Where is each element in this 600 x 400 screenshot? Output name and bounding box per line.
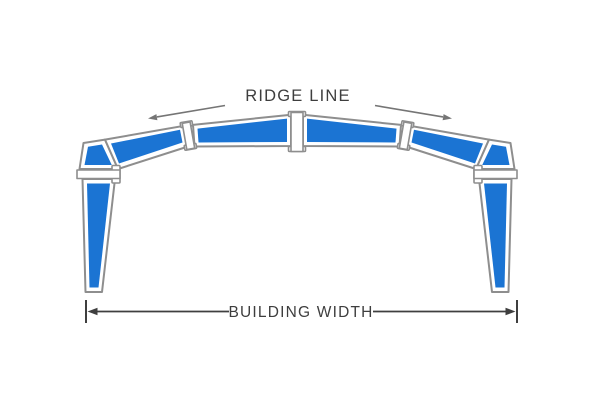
right-slope-arrow <box>374 104 452 121</box>
left-rafter-fill <box>197 118 287 143</box>
frame-structure <box>78 113 516 293</box>
ridge-splice-plate <box>287 110 307 153</box>
left-rafter-splice-plate <box>179 120 198 151</box>
right-haunch-fill <box>411 129 483 164</box>
splice-plates <box>76 110 518 184</box>
ridge-line-label: RIDGE LINE <box>245 87 351 105</box>
right-rafter-fill <box>307 118 397 143</box>
right-knee-splice-plate <box>473 164 518 184</box>
right-slope-arrowhead-icon <box>442 114 452 121</box>
building-width-dimension: BUILDING WIDTH <box>85 300 518 323</box>
left-slope-arrow <box>148 104 226 121</box>
right-column-lower-fill <box>484 183 507 288</box>
building-width-label: BUILDING WIDTH <box>228 304 373 321</box>
left-column-lower-fill <box>87 183 110 288</box>
left-slope-arrowhead-icon <box>148 114 158 121</box>
right-dimension-arrowhead-icon <box>505 307 516 316</box>
right-rafter-splice-plate <box>396 120 415 151</box>
left-haunch-fill <box>111 129 183 164</box>
left-dimension-arrowhead-icon <box>87 307 98 316</box>
left-column-upper-fill <box>84 144 112 165</box>
left-knee-splice-plate <box>76 164 121 184</box>
right-column-upper-fill <box>482 144 510 165</box>
